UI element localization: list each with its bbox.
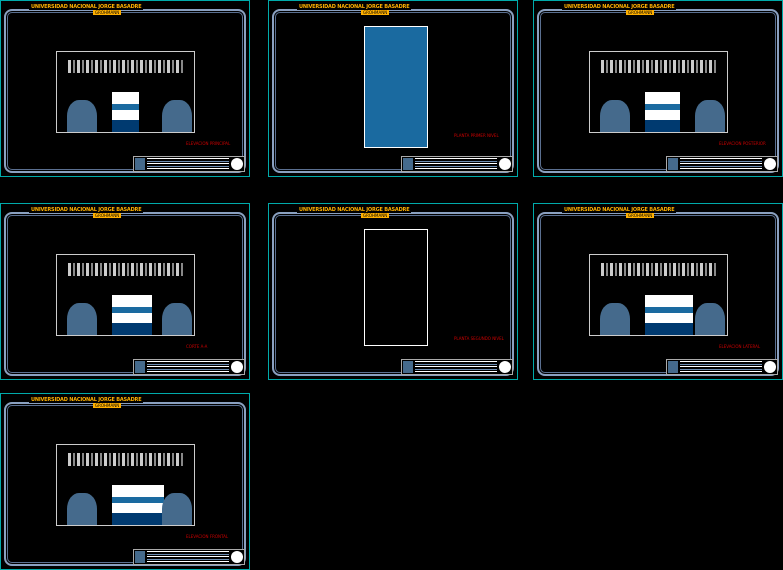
sheet-frame xyxy=(272,9,514,173)
seal-icon xyxy=(764,361,776,373)
layout-sheet[interactable]: UNIVERSIDAD NACIONAL JORGE BASADRE GROHM… xyxy=(533,0,783,177)
seal-icon xyxy=(764,158,776,170)
building-elevation xyxy=(644,295,693,335)
sheet-title: UNIVERSIDAD NACIONAL JORGE BASADRE xyxy=(29,207,144,213)
tree-icon xyxy=(67,303,97,335)
viewport[interactable] xyxy=(589,51,728,133)
layout-sheet[interactable]: UNIVERSIDAD NACIONAL JORGE BASADRE GROHM… xyxy=(0,0,250,177)
viewport[interactable] xyxy=(56,51,195,133)
sheet-subtitle: GROHMANN xyxy=(361,10,390,15)
view-label: ELEVACION POSTERIOR xyxy=(719,141,766,146)
sky-hatch xyxy=(67,60,184,73)
sky-hatch xyxy=(600,263,717,276)
sheet-subtitle: GROHMANN xyxy=(93,10,122,15)
tree-icon xyxy=(162,303,192,335)
tree-icon xyxy=(695,100,725,132)
sheet-title: UNIVERSIDAD NACIONAL JORGE BASADRE xyxy=(562,4,677,10)
tree-icon xyxy=(67,493,97,525)
seal-icon xyxy=(231,551,243,563)
tree-icon xyxy=(67,100,97,132)
tree-icon xyxy=(162,493,192,525)
sheet-title: UNIVERSIDAD NACIONAL JORGE BASADRE xyxy=(562,207,677,213)
layout-sheet[interactable]: UNIVERSIDAD NACIONAL JORGE BASADRE GROHM… xyxy=(268,0,518,177)
logo-icon xyxy=(403,361,413,373)
viewport[interactable] xyxy=(56,254,195,336)
logo-icon xyxy=(135,551,145,563)
sheet-frame xyxy=(272,212,514,376)
title-block xyxy=(401,359,513,375)
layout-sheet[interactable]: UNIVERSIDAD NACIONAL JORGE BASADRE GROHM… xyxy=(268,203,518,380)
title-block xyxy=(666,156,778,172)
sky-hatch xyxy=(600,60,717,73)
logo-icon xyxy=(668,361,678,373)
layout-sheet[interactable]: UNIVERSIDAD NACIONAL JORGE BASADRE GROHM… xyxy=(0,393,250,570)
building-elevation xyxy=(111,485,164,525)
sheet-title: UNIVERSIDAD NACIONAL JORGE BASADRE xyxy=(297,4,412,10)
building-elevation xyxy=(111,295,152,335)
seal-icon xyxy=(499,158,511,170)
layout-sheet[interactable]: UNIVERSIDAD NACIONAL JORGE BASADRE GROHM… xyxy=(0,203,250,380)
sheet-frame xyxy=(4,212,246,376)
viewport[interactable] xyxy=(589,254,728,336)
logo-icon xyxy=(668,158,678,170)
seal-icon xyxy=(231,158,243,170)
seal-icon xyxy=(231,361,243,373)
view-label: PLANTA SEGUNDO NIVEL xyxy=(454,336,504,341)
tree-icon xyxy=(600,303,630,335)
sheet-title: UNIVERSIDAD NACIONAL JORGE BASADRE xyxy=(29,4,144,10)
tree-icon xyxy=(600,100,630,132)
logo-icon xyxy=(403,158,413,170)
logo-icon xyxy=(135,158,145,170)
sheet-frame xyxy=(537,9,779,173)
sheet-subtitle: GROHMANN xyxy=(626,10,655,15)
floor-plan[interactable] xyxy=(364,26,428,148)
title-block xyxy=(133,359,245,375)
view-label: CORTE A-A xyxy=(186,344,208,349)
building-elevation xyxy=(644,92,681,132)
building-elevation xyxy=(111,92,140,132)
view-label: ELEVACION LATERAL xyxy=(719,344,761,349)
tree-icon xyxy=(695,303,725,335)
sheet-subtitle: GROHMANN xyxy=(93,213,122,218)
sheet-frame xyxy=(537,212,779,376)
seal-icon xyxy=(499,361,511,373)
sheet-subtitle: GROHMANN xyxy=(361,213,390,218)
sheet-subtitle: GROHMANN xyxy=(626,213,655,218)
title-block xyxy=(401,156,513,172)
view-label: ELEVACION FRONTAL xyxy=(186,534,229,539)
view-label: ELEVACION PRINCIPAL xyxy=(186,141,231,146)
logo-icon xyxy=(135,361,145,373)
tree-icon xyxy=(162,100,192,132)
sheet-frame xyxy=(4,9,246,173)
title-block xyxy=(133,549,245,565)
sheet-title: UNIVERSIDAD NACIONAL JORGE BASADRE xyxy=(29,397,144,403)
sky-hatch xyxy=(67,453,184,466)
sheet-frame xyxy=(4,402,246,566)
title-block xyxy=(666,359,778,375)
view-label: PLANTA PRIMER NIVEL xyxy=(454,133,499,138)
sky-hatch xyxy=(67,263,184,276)
sheet-title: UNIVERSIDAD NACIONAL JORGE BASADRE xyxy=(297,207,412,213)
sheet-subtitle: GROHMANN xyxy=(93,403,122,408)
floor-plan[interactable] xyxy=(364,229,428,346)
title-block xyxy=(133,156,245,172)
layout-sheet[interactable]: UNIVERSIDAD NACIONAL JORGE BASADRE GROHM… xyxy=(533,203,783,380)
viewport[interactable] xyxy=(56,444,195,526)
